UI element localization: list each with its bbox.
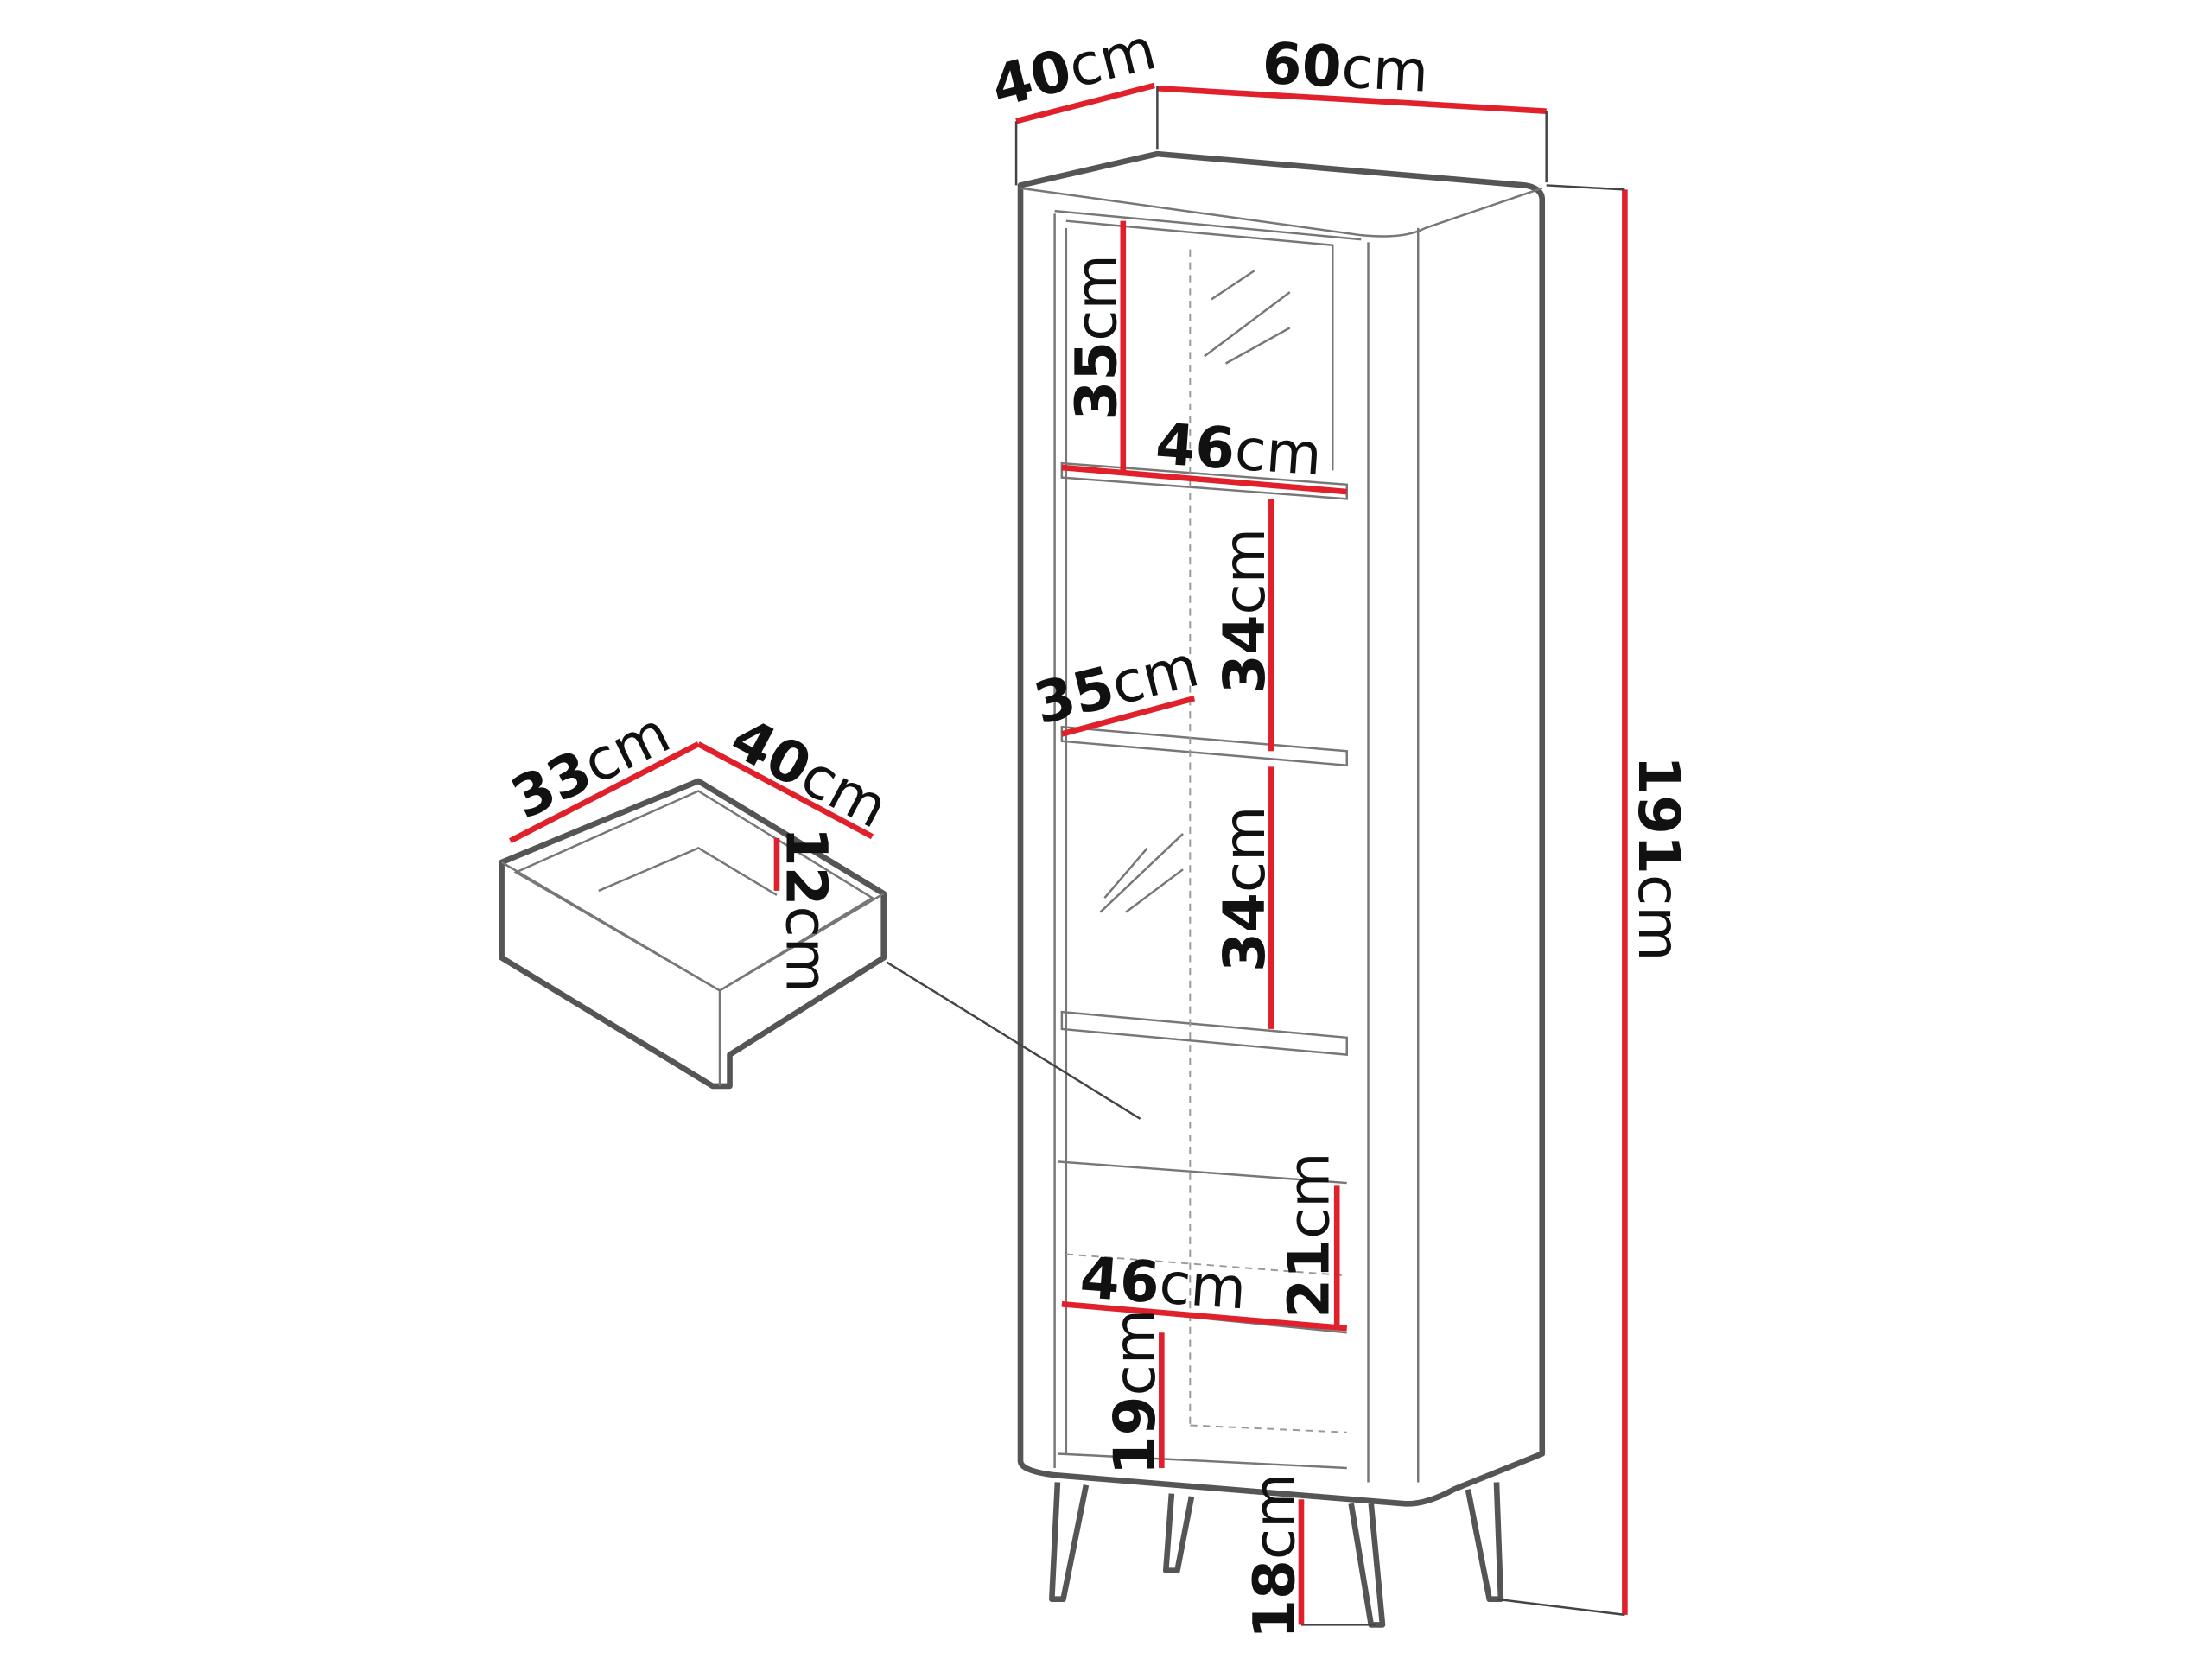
label-bottom-compartment-height: 19cm [1102, 1309, 1168, 1475]
label-width: 60cm [1261, 30, 1430, 105]
label-lower-glass-height: 34cm [1211, 806, 1278, 972]
label-shelf-width-lower: 46cm [1078, 1244, 1249, 1322]
cabinet [886, 150, 1546, 1507]
label-top-compartment-height: 35cm [1064, 254, 1130, 420]
dimension-lines [509, 82, 1628, 1626]
label-shelf-width-upper: 46cm [1154, 410, 1324, 488]
label-drawer-height: 12cm [773, 827, 840, 993]
drawer [499, 778, 887, 1090]
label-middle-compartment-height: 34cm [1211, 528, 1278, 694]
label-leg-height: 18cm [1242, 1473, 1308, 1639]
label-height: 191cm [1625, 755, 1692, 961]
label-open-compartment-height: 21cm [1275, 1152, 1342, 1318]
cabinet-legs [1049, 1482, 1504, 1628]
